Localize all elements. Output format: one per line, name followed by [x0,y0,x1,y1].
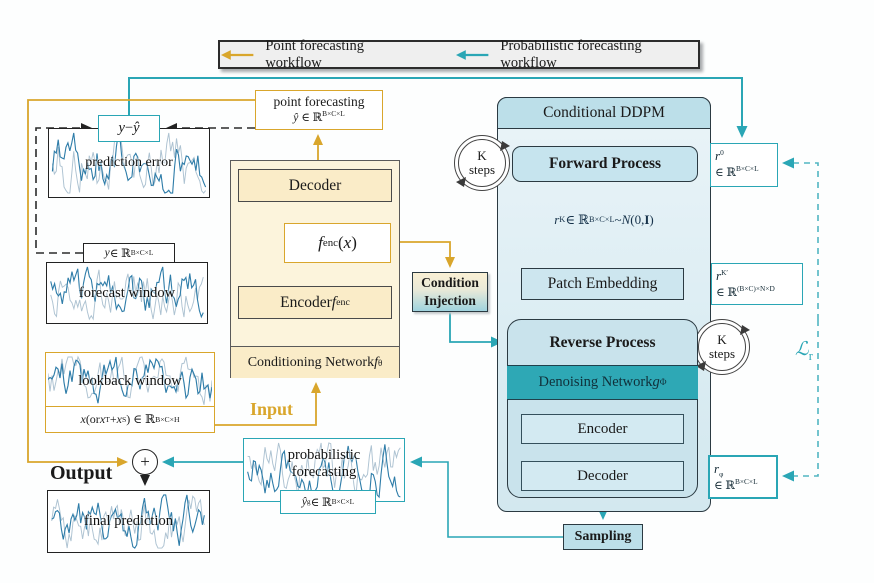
loop-arrow-icon [456,141,510,187]
prob-forecasting-title1: probabilistic [287,447,361,464]
rphi-tensor-box: rφ ∈ ℝB×C×L [708,455,778,499]
loss-label: ℒr [795,339,813,363]
legend: Point forecasting workflow Probabilistic… [218,38,700,72]
legend-point-label: Point forecasting workflow [265,37,364,71]
prob-workflow-arrow-icon [456,49,489,60]
lookback-window-label: lookback window [78,372,182,389]
condition-injection-line1: Condition [421,275,479,291]
r0-tensor-box: r0 ∈ ℝB×C×L [710,143,778,187]
ddpm-decoder-box: Decoder [521,461,684,491]
rphi-dim: ∈ ℝB×C×L [714,476,758,492]
sampling-box: Sampling [563,524,643,550]
patch-embedding-box: Patch Embedding [521,268,684,300]
r0-symbol: r0 [715,148,724,163]
forecast-window-box: forecast window [46,262,208,324]
ddpm-encoder-box: Encoder [521,414,684,444]
rk-dim: ∈ ℝ(B×C)×N×D [716,283,775,299]
legend-point-item: Point forecasting workflow [220,38,421,72]
wire-loss-loop [782,157,819,482]
k-steps-loop-reverse: K steps [694,319,750,375]
rphi-symbol: rφ [714,461,724,479]
conditioning-decoder-box: Decoder [238,169,392,202]
wire-condition-injection-to-reverse [449,310,503,348]
prob-forecasting-waveform [247,442,401,499]
r0-dim: ∈ ℝB×C×L [715,163,759,179]
loop-arrow-icon [696,325,750,371]
point-forecasting-box: point forecasting ŷ ∈ ℝB×C×L [255,90,383,130]
point-forecasting-title: point forecasting [273,94,365,110]
legend-prob-label: Probabilistic forecasting workflow [500,37,642,71]
condition-injection-line2: Injection [424,293,476,308]
conditional-ddpm-header: Conditional DDPM [497,97,711,129]
legend-prob-item: Probabilistic forecasting workflow [455,38,698,72]
condition-injection-box: Condition Injection [412,272,488,312]
output-label: Output [50,462,113,484]
forecast-window-label: forecast window [78,284,176,301]
rk-symbol: rK′ [716,268,728,283]
point-forecasting-dim: ŷ ∈ ℝB×C×L [293,109,345,125]
final-prediction-waveform [51,494,205,549]
k-steps-loop-forward: K steps [454,135,510,191]
forward-process-box: Forward Process [512,146,698,182]
final-prediction-box: final prediction [47,490,210,553]
reverse-process-title: Reverse Process [549,334,656,351]
input-label: Input [250,399,294,419]
rk-tensor-box: rK′ ∈ ℝ(B×C)×N×D [711,263,803,305]
prob-forecasting-title2: forecasting [291,464,357,480]
residual-box: y − ŷ [98,115,160,142]
plus-operator: + [132,449,158,475]
point-workflow-arrow-icon [220,49,254,60]
final-prediction-label: final prediction [84,513,173,529]
